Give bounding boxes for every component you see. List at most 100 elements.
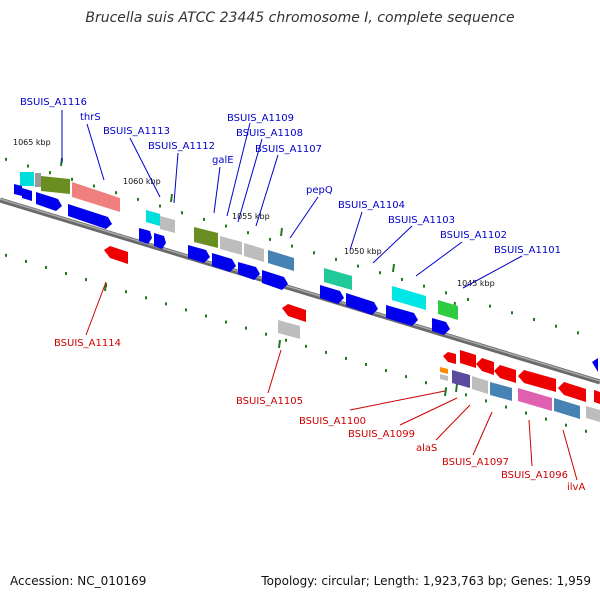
gene-label[interactable]: thrS	[80, 112, 101, 123]
gene-block-cyan[interactable]	[20, 172, 34, 186]
gene-block-cyan[interactable]	[146, 210, 160, 226]
gene-block-pink[interactable]	[72, 182, 120, 212]
gene-block-orange[interactable]	[440, 367, 448, 374]
leader-line	[462, 255, 523, 289]
major-tick-mark	[278, 339, 281, 349]
leader-line	[399, 397, 458, 426]
gene-block-blue[interactable]	[262, 270, 288, 290]
major-tick-mark	[170, 193, 173, 203]
gene-block-steelblue[interactable]	[268, 250, 294, 271]
gene-label[interactable]: BSUIS_A1099	[348, 429, 415, 440]
leader-line	[255, 154, 279, 227]
gene-block-olive[interactable]	[194, 227, 218, 248]
kbp-labels: 1065 kbp 1060 kbp 1055 kbp 1050 kbp 1045…	[13, 138, 495, 288]
gene-block-red[interactable]	[558, 382, 586, 402]
major-tick-mark	[280, 227, 283, 237]
tick-marks	[5, 157, 587, 433]
gene-label[interactable]: BSUIS_A1113	[103, 126, 170, 137]
forward-gene-labels	[61, 110, 523, 289]
gene-block-blue[interactable]	[386, 305, 418, 326]
gene-block-blue[interactable]	[22, 188, 32, 201]
gene-label[interactable]: ilvA	[567, 482, 585, 493]
gene-label[interactable]: BSUIS_A1096	[501, 470, 568, 481]
gene-label[interactable]: BSUIS_A1114	[54, 338, 121, 349]
gene-block-purple[interactable]	[452, 370, 470, 388]
gene-block-red[interactable]	[594, 390, 600, 404]
gene-block-gray[interactable]	[278, 320, 300, 339]
leader-line	[472, 411, 493, 456]
gene-label[interactable]: BSUIS_A1100	[299, 416, 366, 427]
gene-block-red[interactable]	[476, 358, 494, 375]
gene-label[interactable]: BSUIS_A1107	[255, 144, 322, 155]
gene-block-blue[interactable]	[36, 192, 62, 211]
gene-block-magenta[interactable]	[518, 388, 552, 411]
gene-block-gray[interactable]	[35, 173, 41, 187]
gene-label[interactable]: BSUIS_A1102	[440, 230, 507, 241]
gene-block-blue[interactable]	[154, 233, 166, 249]
gene-block-red[interactable]	[443, 352, 456, 364]
gene-block-red[interactable]	[282, 304, 306, 322]
leader-line	[372, 225, 413, 264]
major-tick-mark	[104, 282, 107, 292]
leader-line	[435, 404, 471, 441]
gene-label[interactable]: BSUIS_A1112	[148, 141, 215, 152]
gene-block-steelblue[interactable]	[554, 398, 580, 419]
gene-label[interactable]: galE	[212, 155, 234, 166]
gene-label[interactable]: BSUIS_A1105	[236, 396, 303, 407]
gene-block-cyan[interactable]	[392, 286, 426, 310]
major-tick-mark	[444, 387, 447, 397]
kbp-label: 1065 kbp	[13, 138, 51, 147]
gene-label[interactable]: BSUIS_A1109	[227, 113, 294, 124]
accession-text: Accession: NC_010169	[10, 574, 147, 588]
gene-label[interactable]: BSUIS_A1103	[388, 215, 455, 226]
gene-block-teal[interactable]	[324, 268, 352, 290]
leader-line	[349, 211, 363, 251]
reverse-gene-labels	[85, 281, 578, 481]
gene-block-gray[interactable]	[472, 376, 488, 394]
leader-line	[267, 349, 282, 394]
forward-gene-blocks	[14, 172, 598, 372]
gene-block-gray[interactable]	[440, 374, 448, 381]
gene-block-blue[interactable]	[432, 318, 450, 335]
gene-block-steelblue[interactable]	[490, 382, 512, 401]
gene-block-olive[interactable]	[41, 176, 70, 194]
gene-block-gray[interactable]	[160, 216, 175, 233]
gene-block-blue[interactable]	[139, 228, 152, 244]
gene-block-blue[interactable]	[346, 293, 378, 315]
gene-block-blue[interactable]	[188, 245, 210, 263]
leader-line	[237, 138, 263, 223]
kbp-label: 1050 kbp	[344, 247, 382, 256]
gene-block-gray[interactable]	[244, 243, 264, 262]
gene-label[interactable]: pepQ	[306, 185, 333, 196]
gene-block-red[interactable]	[460, 350, 476, 368]
gene-block-red[interactable]	[104, 246, 128, 264]
gene-label[interactable]: BSUIS_A1108	[236, 128, 303, 139]
gene-block-blue[interactable]	[212, 253, 236, 272]
gene-block-red[interactable]	[494, 365, 516, 383]
gene-block-green[interactable]	[438, 300, 458, 320]
leader-line	[289, 196, 319, 239]
leader-line	[86, 123, 105, 181]
leader-line	[85, 281, 107, 336]
map-title: Brucella suis ATCC 23445 chromosome I, c…	[85, 10, 515, 26]
gene-block-blue[interactable]	[68, 204, 112, 229]
kbp-label: 1045 kbp	[457, 279, 495, 288]
leader-line	[173, 152, 179, 204]
gene-block-blue[interactable]	[14, 184, 22, 196]
gene-label[interactable]: BSUIS_A1104	[338, 200, 405, 211]
topology-text: Topology: circular; Length: 1,923,763 bp…	[261, 574, 591, 588]
gene-block-blue[interactable]	[320, 285, 344, 304]
gene-block-red[interactable]	[518, 370, 556, 392]
gene-label[interactable]: BSUIS_A1101	[494, 245, 561, 256]
gene-block-blue[interactable]	[238, 262, 260, 280]
reverse-gene-blocks	[104, 246, 600, 422]
gene-label[interactable]: alaS	[416, 443, 437, 454]
gene-block-gray[interactable]	[586, 406, 600, 422]
gene-block-blue[interactable]	[592, 358, 598, 372]
gene-label[interactable]: BSUIS_A1097	[442, 457, 509, 468]
gene-label[interactable]: BSUIS_A1116	[20, 97, 87, 108]
gene-block-gray[interactable]	[220, 236, 242, 255]
genome-backbone	[0, 197, 600, 385]
